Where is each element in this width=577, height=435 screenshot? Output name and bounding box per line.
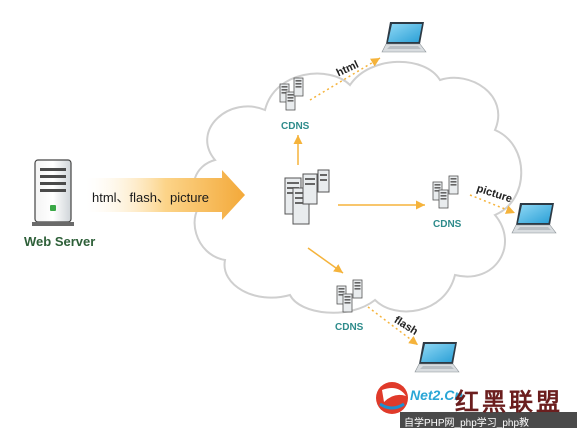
cdn-cloud [193,60,523,314]
watermark-chinese-title: 红黑联盟 [455,387,563,416]
laptop-client-html-icon [381,21,427,53]
watermark-site-name: Net2.Cn [410,387,463,403]
cdn-node-bottom-label: CDNS [335,322,364,333]
content-flow-arrow [86,170,245,220]
dotted-arrow-flash [367,306,419,346]
cdn-node-right-label: CDNS [433,219,462,230]
arrow-origin-to-bottom-cdn [307,247,344,274]
dotted-arrow-picture [469,194,516,214]
dotted-arrow-html [309,57,381,101]
watermark-logo-icon [376,382,408,414]
web-server-label: Web Server [24,234,96,249]
origin-server-cluster-icon [284,169,330,225]
laptop-client-picture-icon [511,202,557,234]
web-server-icon [32,159,74,226]
content-types-label: html、flash、picture [92,190,210,205]
cdn-node-top-label: CDNS [281,121,310,132]
laptop-client-flash-icon [414,341,460,373]
watermark-bottom-text: 自学PHP网_php学习_php教 [404,418,530,429]
watermark-bar [400,412,577,428]
